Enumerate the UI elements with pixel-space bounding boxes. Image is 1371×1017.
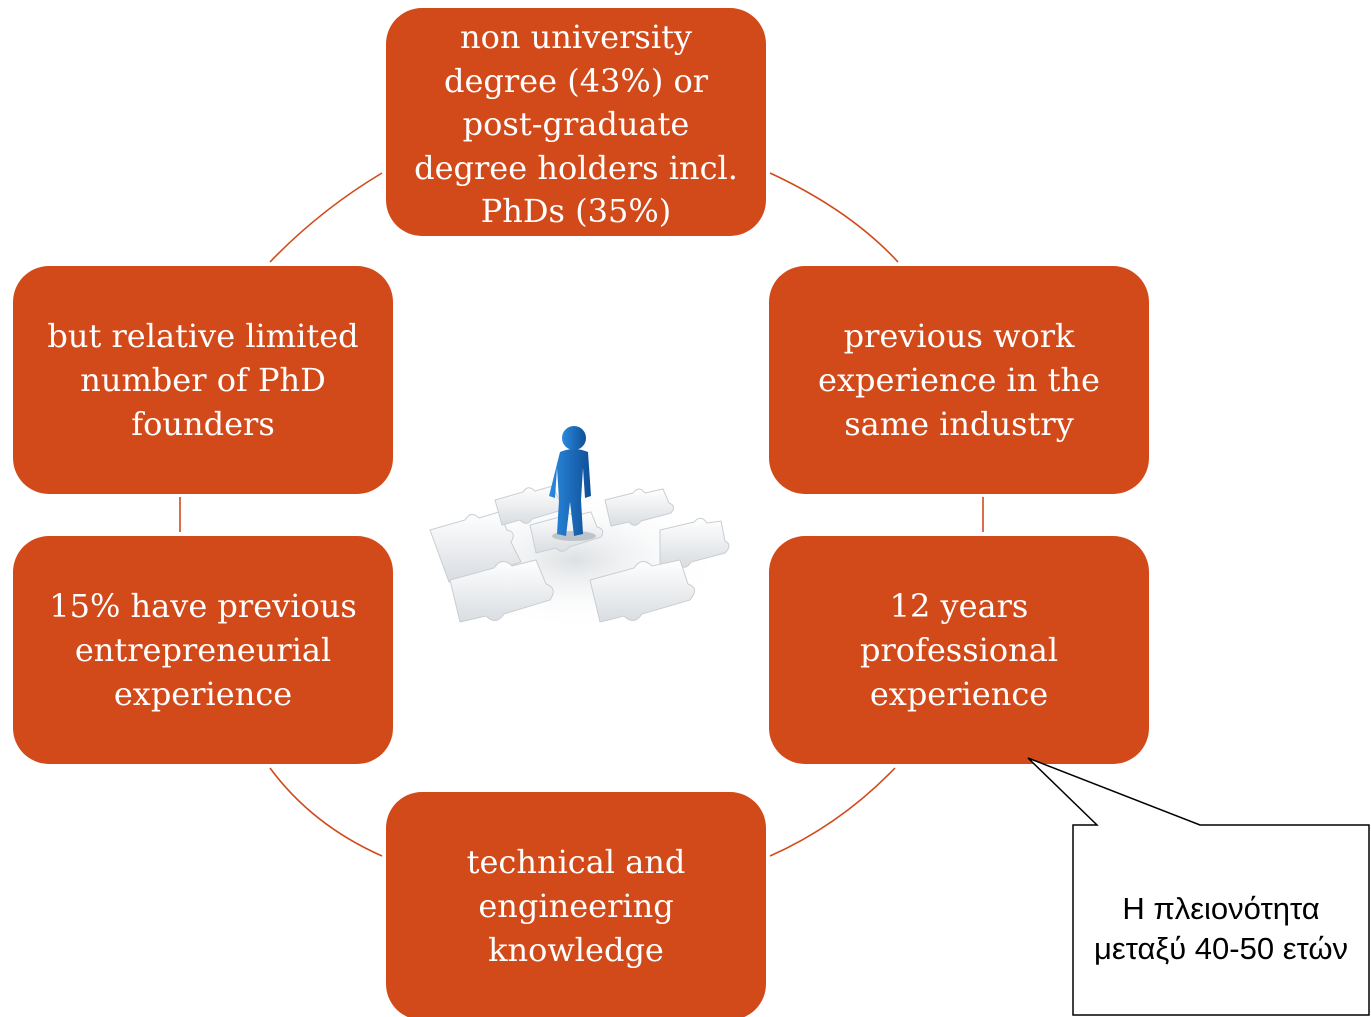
node-entrepreneurial-experience-text: 15% have previous entrepreneurial experi… [49,586,357,714]
node-technical-knowledge-text: technical and engineering knowledge [466,842,686,970]
node-industry-experience-text: previous work experience in the same ind… [818,316,1100,444]
node-entrepreneurial-experience: 15% have previous entrepreneurial experi… [13,536,393,764]
node-phd-founders: but relative limited number of PhD found… [13,266,393,494]
puzzle-piece-front-left [449,559,554,623]
node-industry-experience: previous work experience in the same ind… [769,266,1149,494]
connector-upper-left-to-top [269,172,383,263]
node-professional-experience: 12 years professional experience [769,536,1149,764]
node-education-text: non university degree (43%) or post-grad… [414,18,738,231]
connector-lower-right-to-bottom [769,767,896,857]
node-technical-knowledge: technical and engineering knowledge [386,792,766,1017]
callout-age-note: Η πλειονότητα μεταξύ 40-50 ετών [1093,890,1349,966]
node-phd-founders-text: but relative limited number of PhD found… [47,316,359,444]
node-education: non university degree (43%) or post-grad… [386,8,766,236]
connector-bottom-to-lower-left [269,767,383,857]
node-professional-experience-text: 12 years professional experience [859,586,1059,714]
puzzle-piece-front-right [589,559,695,623]
puzzle-piece-back-right [604,488,675,527]
person-on-puzzle-pieces-icon [425,426,730,630]
person-figure [549,426,596,541]
connector-top-to-upper-right [769,172,899,263]
